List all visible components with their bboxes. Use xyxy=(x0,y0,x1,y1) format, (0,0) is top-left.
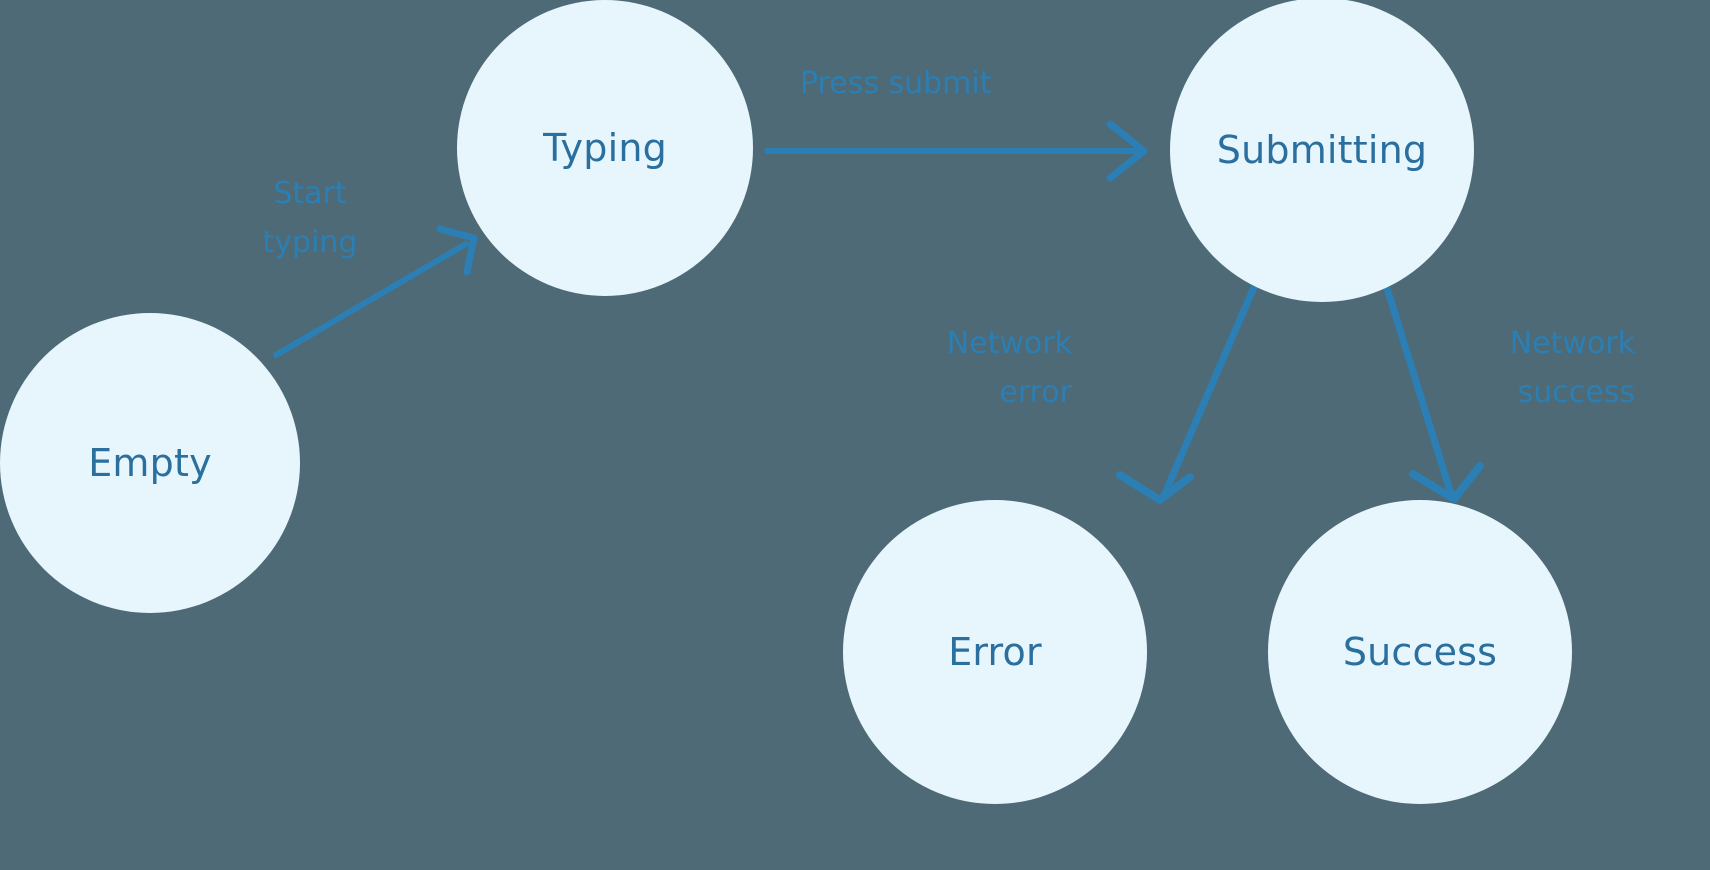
edge-label-network-success-line1: Network xyxy=(1509,326,1635,361)
edge-network-success-line xyxy=(1382,281,1456,501)
node-error[interactable]: Error xyxy=(843,500,1147,804)
edge-label-start-typing: Start typing xyxy=(250,170,370,267)
edge-label-press-submit-line1: Press submit xyxy=(800,66,992,101)
edge-label-press-submit: Press submit xyxy=(800,60,1030,109)
node-success-label: Success xyxy=(1342,630,1498,674)
edge-start-typing-arrowhead xyxy=(436,225,478,276)
node-submitting[interactable]: Submitting xyxy=(1170,0,1474,302)
node-submitting-label: Submitting xyxy=(1216,128,1428,172)
node-empty-label: Empty xyxy=(88,441,212,485)
edge-label-start-typing-line1: Start xyxy=(273,176,347,211)
edge-label-network-error-line1: Network xyxy=(946,326,1072,361)
edge-network-success-arrowhead xyxy=(1409,462,1484,503)
edge-network-error-line xyxy=(1159,283,1258,502)
node-empty[interactable]: Empty xyxy=(0,313,300,613)
edge-label-network-success-line2: success xyxy=(1517,374,1635,410)
edge-network-success xyxy=(1382,281,1484,503)
edge-label-network-error: Network error xyxy=(922,320,1072,417)
edge-press-submit-arrowhead xyxy=(1106,120,1148,182)
edge-press-submit xyxy=(764,120,1148,182)
edge-start-typing-line xyxy=(273,241,469,358)
node-typing-label: Typing xyxy=(543,126,667,170)
edge-network-error-arrowhead xyxy=(1116,471,1194,504)
node-error-label: Error xyxy=(948,630,1042,674)
edge-label-network-success: Network success xyxy=(1345,320,1635,417)
node-typing[interactable]: Typing xyxy=(457,0,753,296)
edge-network-error xyxy=(1116,283,1258,504)
edge-start-typing xyxy=(273,225,478,358)
node-success[interactable]: Success xyxy=(1268,500,1572,804)
edge-label-start-typing-line2: typing xyxy=(262,224,358,260)
edge-label-network-error-line2: error xyxy=(999,374,1072,410)
